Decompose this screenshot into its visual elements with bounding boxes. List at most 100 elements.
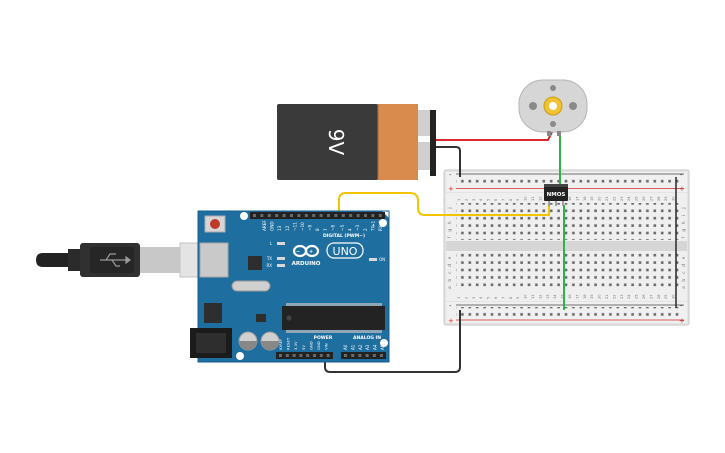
digital-pin-label: GND [270,221,275,231]
led-tx [277,257,285,260]
power-pin-label: VIN [324,343,329,350]
column-number: 3 [472,297,476,299]
row-letter: d [681,264,687,267]
digital-pwm-label: DIGITAL (PWM~) [323,233,365,239]
usb-icon [100,253,131,267]
column-number: 9 [516,296,520,299]
column-number: 17 [575,196,579,201]
dc-motor[interactable] [518,79,588,136]
led-rx-label: RX [266,263,272,268]
column-number: 10 [524,196,528,201]
led-rx [277,264,285,267]
column-number: 6 [494,296,498,299]
column-number: 21 [605,196,609,201]
led-l-label: L [270,241,273,246]
analog-pin-label: A1 [350,344,355,350]
usb-socket [199,242,229,278]
usb-cable [36,242,223,278]
power-pin-label: 5V [301,345,306,350]
column-number: 4 [479,296,483,299]
reset-button-cap[interactable] [210,219,220,229]
row-letter: c [682,271,687,274]
arduino-model: UNO [333,245,358,258]
power-pin-label: GND [316,341,321,350]
terminal-holes-top [456,203,682,240]
power-pin-label: RESET [286,337,291,350]
analog-in-label: ANALOG IN [353,335,381,341]
column-number: 28 [657,196,661,201]
crystal-oscillator [231,280,271,292]
column-number: 18 [583,294,587,299]
column-number: 25 [635,196,639,201]
analog-pin-label: A4 [373,344,378,350]
rail-holes-top [456,177,682,185]
column-number: 30 [672,294,676,299]
column-number: 21 [605,294,609,299]
row-letter: g [448,229,453,232]
power-pin-label: IOREF [278,339,283,350]
column-number: 9 [516,198,520,201]
power-label: POWER [314,335,333,341]
column-number: 16 [568,294,572,299]
rail-plus-sign: + [448,185,454,193]
svg-text:+: + [309,249,313,255]
breadboard: - + - + - + - + 123456789101112131415161… [443,169,690,326]
center-channel [446,241,687,251]
atmega-chip [282,306,385,330]
column-number: 27 [649,196,653,201]
column-number: 26 [642,196,646,201]
row-letter: d [447,264,453,267]
analog-header [341,352,386,359]
wire-yellow-signal[interactable] [338,192,550,216]
column-number: 13 [546,294,550,299]
digital-header [250,212,385,219]
column-number: 4 [479,198,483,201]
battery-9v[interactable]: 9V [277,104,436,180]
column-number: 24 [627,196,631,201]
digital-pin-label: 7 [323,228,328,231]
column-number: 26 [642,294,646,299]
row-letter: a [448,286,453,289]
rail-plus-sign-right: + [679,185,685,193]
column-number: 8 [509,198,513,201]
row-letter: f [681,236,687,238]
nmos-transistor[interactable]: NMOS [544,184,568,206]
column-number: 20 [598,294,602,299]
column-number: 1 [457,199,461,201]
row-letter: h [681,221,687,224]
row-letter: i [681,215,687,216]
arduino-logo-icon [292,244,320,258]
column-number: 28 [657,294,661,299]
row-letter: j [681,207,687,209]
column-number: 8 [509,296,513,299]
row-letter: f [447,236,453,238]
rail-plus-sign-bottom: + [448,317,454,325]
digital-pin-label: ~11 [292,222,297,231]
digital-pin-label: ~9 [308,224,313,231]
column-number: 5 [487,297,491,299]
column-number: 2 [464,199,468,201]
column-number: 6 [494,198,498,201]
digital-pin-label: RX◂0 [378,220,383,231]
rail-minus-sign-right: - [680,171,683,179]
column-number: 29 [664,196,668,201]
row-letter: g [682,229,687,232]
digital-pin-label: 12 [285,225,290,231]
rail-plus-sign-bottom-right: + [679,317,685,325]
digital-pin-label: 13 [277,225,282,231]
column-number: 22 [612,294,616,299]
row-letter: e [448,256,453,259]
arduino-brand: ARDUINO [292,261,321,267]
column-number: 18 [583,196,587,201]
column-number: 23 [620,294,624,299]
row-letter: e [682,256,687,259]
wire-red-battery-to-motor[interactable] [432,131,553,141]
digital-pin-label: 4 [348,228,353,231]
wire-black-battery-to-rail[interactable] [432,146,461,177]
wire-black-arduino-ground[interactable] [324,310,461,373]
row-letter: h [447,221,453,224]
row-letter: b [447,279,453,282]
column-number: 12 [538,294,542,299]
